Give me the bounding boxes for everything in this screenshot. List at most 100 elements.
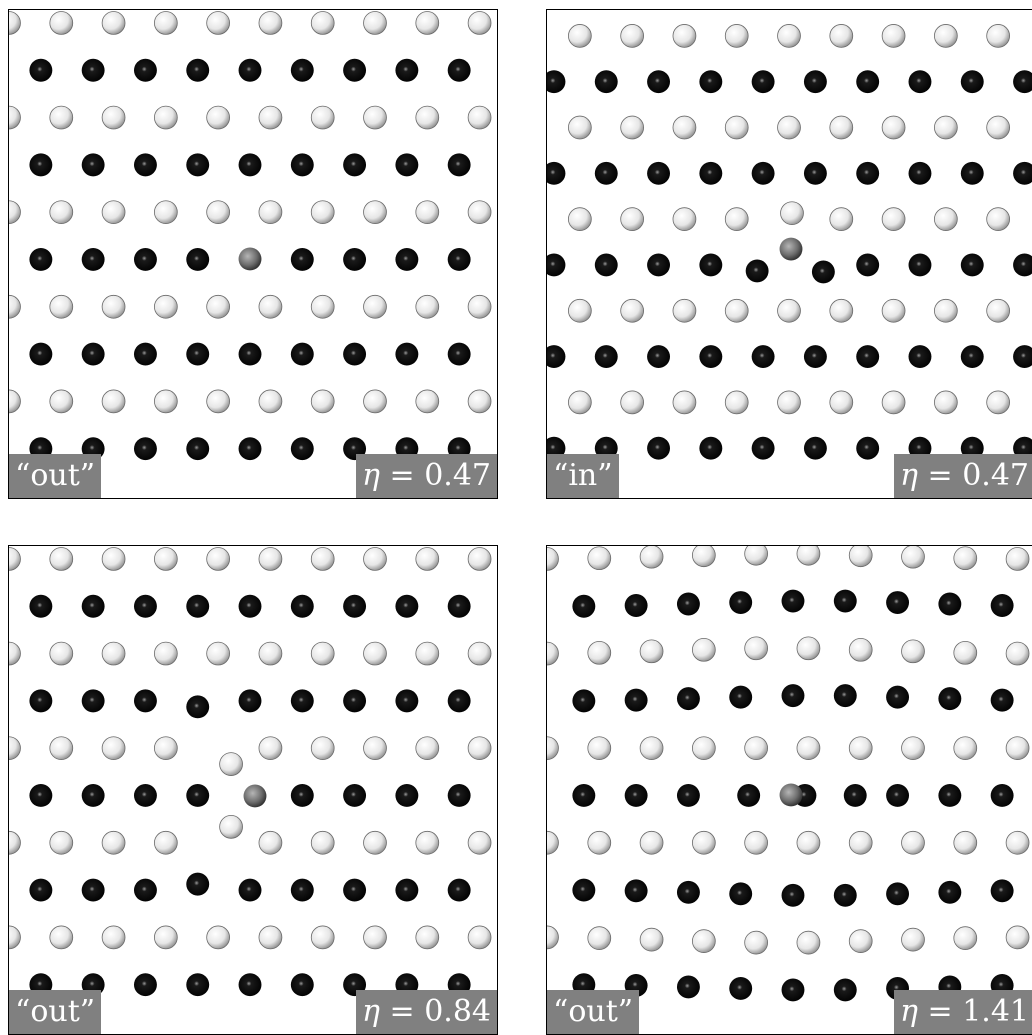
white-particle [568,391,591,414]
white-particle [934,24,957,47]
black-particle [547,345,565,368]
white-particle [987,391,1010,414]
lattice-top-right [547,10,1032,498]
white-particle [154,390,177,413]
white-particle [468,390,491,413]
white-particle [259,831,282,854]
white-particle [9,106,20,129]
black-particle [343,153,366,176]
white-particle [882,391,905,414]
white-particle [588,831,611,854]
eta-label: η = 0.47 [894,454,1032,498]
white-particle [468,106,491,129]
black-particle [134,248,157,271]
white-particle [640,928,663,951]
white-particle [621,24,644,47]
white-particle [882,24,905,47]
white-particle [568,208,591,231]
black-particle [395,343,418,366]
white-particle [416,106,439,129]
black-particle [291,153,314,176]
white-particle [364,201,387,224]
white-particle [207,926,230,949]
black-particle [804,70,827,93]
white-particle [154,642,177,665]
white-particle [207,390,230,413]
black-particle [29,248,52,271]
black-particle [782,590,805,613]
white-particle [692,546,715,567]
white-particle [207,547,230,570]
white-particle [220,815,243,838]
white-particle [154,295,177,318]
white-particle [745,737,768,760]
black-particle [812,260,835,283]
white-particle [416,295,439,318]
black-particle [991,689,1014,712]
white-particle [207,106,230,129]
white-particle [364,547,387,570]
white-particle [830,299,853,322]
black-particle [625,594,648,617]
black-particle [991,784,1014,807]
white-particle [621,116,644,139]
black-particle [856,437,879,460]
white-particle [673,24,696,47]
white-particle [673,208,696,231]
white-particle [364,390,387,413]
black-particle [186,595,209,618]
black-particle [134,595,157,618]
white-particle [830,24,853,47]
black-particle [291,973,314,996]
black-particle [291,248,314,271]
white-particle [797,931,820,954]
black-particle [834,684,857,707]
black-particle [134,973,157,996]
white-particle [621,299,644,322]
black-particle [239,59,262,82]
black-particle [595,70,618,93]
white-particle [849,638,872,661]
black-particle [134,343,157,366]
white-particle [9,201,20,224]
white-particle [102,926,125,949]
black-particle [29,784,52,807]
white-particle [102,642,125,665]
black-particle [647,254,670,277]
white-particle [259,201,282,224]
black-particle [572,784,595,807]
black-particle [395,879,418,902]
white-particle [416,642,439,665]
black-particle [647,345,670,368]
black-particle [343,595,366,618]
white-particle [468,642,491,665]
white-particle [954,737,977,760]
white-particle [416,926,439,949]
white-particle [547,926,558,949]
black-particle [844,784,867,807]
white-particle [50,831,73,854]
black-particle [82,248,105,271]
white-particle [797,831,820,854]
white-particle [154,831,177,854]
white-particle [364,926,387,949]
black-particle [291,595,314,618]
black-particle [856,345,879,368]
white-particle [259,295,282,318]
black-particle [991,594,1014,617]
black-particle [395,248,418,271]
white-particle [745,831,768,854]
state-label: “out” [547,990,639,1034]
eta-value: = 0.47 [380,458,491,493]
white-particle [588,641,611,664]
black-particle [343,784,366,807]
white-particle [673,116,696,139]
panel-bottom-left: “out” η = 0.84 [8,545,498,1035]
black-particle [82,343,105,366]
white-particle [882,116,905,139]
black-particle [448,343,471,366]
white-particle [987,299,1010,322]
eta-value: = 0.84 [380,994,491,1029]
black-particle [186,695,209,718]
black-particle [625,879,648,902]
